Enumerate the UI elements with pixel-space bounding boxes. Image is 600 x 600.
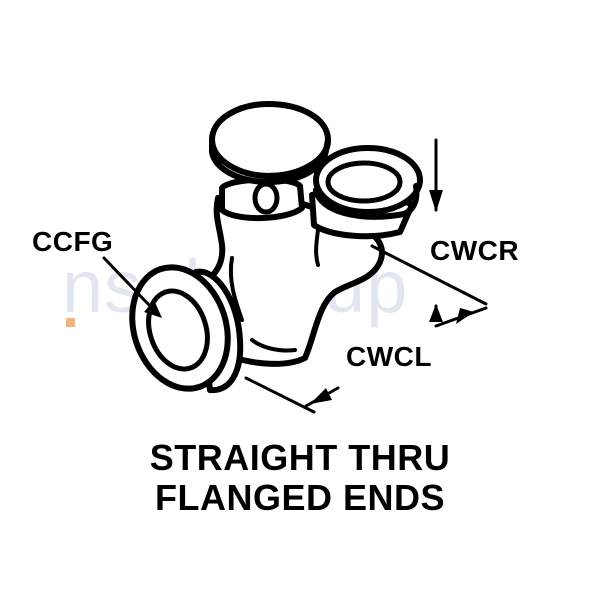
cwcl-label: CWCL bbox=[346, 341, 432, 372]
left-flange bbox=[129, 264, 244, 394]
cwcl-extension-line bbox=[244, 376, 316, 414]
ccfg-leader-line bbox=[102, 256, 152, 308]
cwcr-extension-line bbox=[370, 244, 488, 306]
cwcl-arrowhead bbox=[310, 388, 332, 404]
stem-hole bbox=[252, 181, 280, 215]
cwcr-lower-arrowhead bbox=[429, 304, 443, 322]
ccfg-label: CCFG bbox=[32, 226, 114, 257]
diagram-caption: STRAIGHT THRU FLANGED ENDS bbox=[0, 438, 600, 518]
cwcr-label: CWCR bbox=[430, 235, 520, 266]
watermark-dot bbox=[66, 318, 75, 327]
right-flange bbox=[309, 145, 423, 240]
cwcr-top-arrowhead bbox=[429, 190, 443, 212]
caption-line-2: FLANGED ENDS bbox=[154, 477, 445, 518]
cwcr-diagonal-arrowhead bbox=[456, 308, 474, 324]
caption-line-1: STRAIGHT THRU bbox=[149, 437, 451, 478]
ccfg-arrowhead bbox=[144, 300, 162, 318]
